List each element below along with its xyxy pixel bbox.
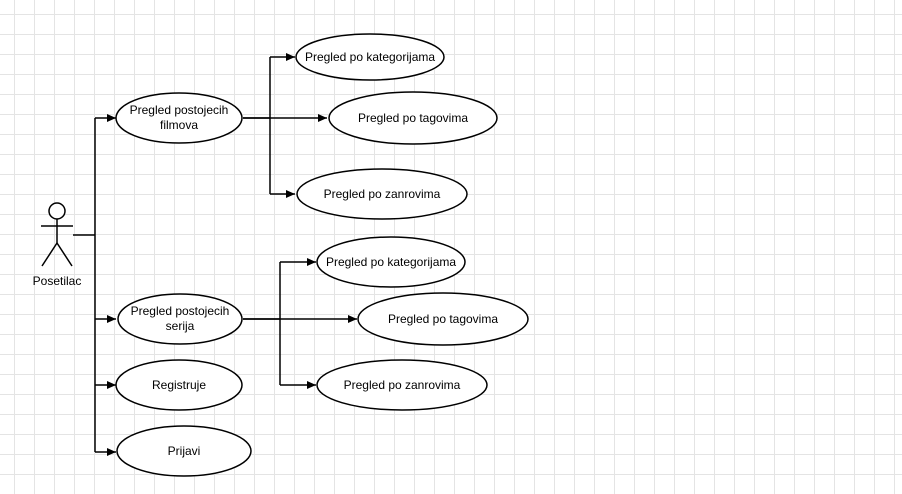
actor-left-leg xyxy=(41,242,58,267)
use-case-filmovi-kategorije-shape xyxy=(295,33,445,81)
actor-label: Posetilac xyxy=(33,274,82,288)
use-case-prijavi-shape xyxy=(116,425,252,477)
use-case-filmovi-kategorije-label: Pregled po kategorijama xyxy=(305,50,435,64)
actor-connectors xyxy=(73,114,116,456)
use-case-serije-kategorije-label: Pregled po kategorijama xyxy=(326,255,456,269)
use-case-filmovi-line1: Pregled postojecih xyxy=(130,103,229,117)
use-case-serije-zanrovi-shape xyxy=(316,359,488,411)
use-case-serije[interactable]: Pregled postojecih serija xyxy=(117,293,243,345)
filmovi-connectors xyxy=(243,53,327,198)
use-case-serije-tagovi[interactable]: Pregled po tagovima xyxy=(357,292,529,346)
use-case-prijavi-label: Prijavi xyxy=(168,444,201,458)
use-case-prijavi[interactable]: Prijavi xyxy=(116,425,252,477)
use-case-filmovi-shape xyxy=(115,92,243,144)
use-case-filmovi-line2: filmova xyxy=(160,118,198,132)
use-case-registruje[interactable]: Registruje xyxy=(115,359,243,411)
use-case-filmovi-tagovi[interactable]: Pregled po tagovima xyxy=(328,91,498,145)
use-case-serije-line1: Pregled postojecih xyxy=(131,304,230,318)
use-case-filmovi-tagovi-shape xyxy=(328,91,498,145)
use-case-serije-line2: serija xyxy=(166,319,195,333)
use-case-filmovi-tagovi-label: Pregled po tagovima xyxy=(358,111,468,125)
actor-head xyxy=(48,202,66,220)
use-case-serije-tagovi-label: Pregled po tagovima xyxy=(388,312,498,326)
use-case-registruje-label: Registruje xyxy=(152,378,206,392)
use-case-serije-zanrovi[interactable]: Pregled po zanrovima xyxy=(316,359,488,411)
use-case-serije-kategorije[interactable]: Pregled po kategorijama xyxy=(316,236,466,288)
use-case-registruje-shape xyxy=(115,359,243,411)
use-case-serije-kategorije-shape xyxy=(316,236,466,288)
use-case-serije-shape xyxy=(117,293,243,345)
use-case-filmovi[interactable]: Pregled postojecih filmova xyxy=(115,92,243,144)
use-case-serije-zanrovi-label: Pregled po zanrovima xyxy=(344,378,461,392)
use-case-serije-tagovi-shape xyxy=(357,292,529,346)
actor-right-leg xyxy=(56,242,73,267)
serije-connectors xyxy=(243,258,357,389)
use-case-filmovi-zanrovi-label: Pregled po zanrovima xyxy=(324,187,441,201)
use-case-filmovi-kategorije[interactable]: Pregled po kategorijama xyxy=(295,33,445,81)
use-case-filmovi-zanrovi-shape xyxy=(296,168,468,220)
actor[interactable]: Posetilac xyxy=(33,202,82,288)
use-case-filmovi-zanrovi[interactable]: Pregled po zanrovima xyxy=(296,168,468,220)
